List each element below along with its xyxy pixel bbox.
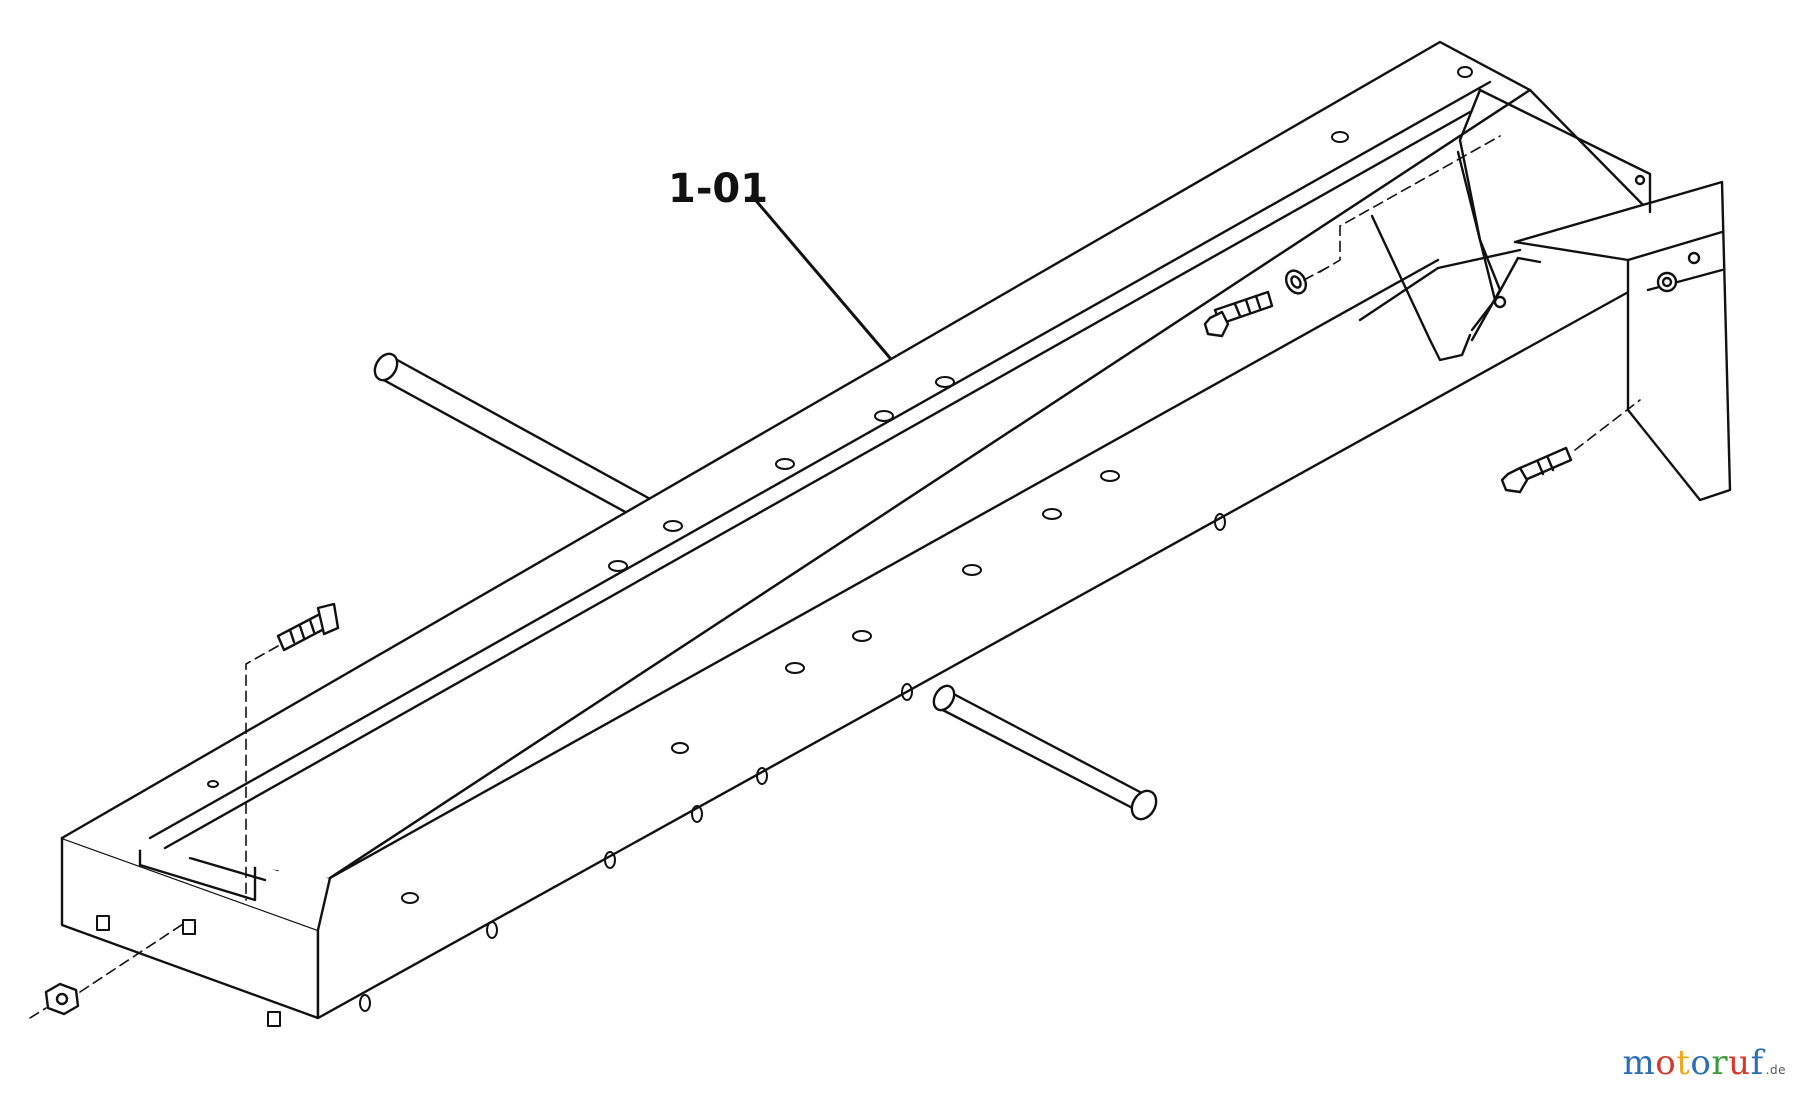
logo-letter: u xyxy=(1728,1043,1751,1083)
rear-bracket xyxy=(1370,88,1732,502)
bolt-rear-top xyxy=(1203,269,1308,338)
logo-letter: m xyxy=(1622,1043,1656,1083)
logo-wordmark: motoruf xyxy=(1623,1043,1764,1083)
bolt-rear-bracket xyxy=(1500,446,1573,494)
callout-label-frame: 1-01 xyxy=(668,166,768,212)
side-rail-holes xyxy=(359,513,1226,1012)
logo-letter: o xyxy=(1690,1043,1712,1083)
logo-letter: t xyxy=(1676,1043,1691,1083)
carriage-bolt-front xyxy=(276,602,340,652)
logo-suffix: .de xyxy=(1765,1063,1786,1077)
top-rail-holes xyxy=(207,66,1473,788)
frame-side-rail xyxy=(316,88,1652,1020)
logo-letter: r xyxy=(1711,1043,1729,1083)
nut-front xyxy=(44,982,80,1016)
assembly-lines xyxy=(29,135,1641,1019)
callout-leader-line xyxy=(750,194,892,360)
main-frame xyxy=(60,40,1652,1027)
motoruf-logo: motoruf.de xyxy=(1623,1043,1786,1083)
rear-axle-rod xyxy=(373,352,654,522)
logo-letter: f xyxy=(1750,1043,1764,1083)
logo-letter: o xyxy=(1655,1043,1677,1083)
front-axle-rod xyxy=(932,684,1158,821)
front-square-holes xyxy=(96,915,281,1027)
